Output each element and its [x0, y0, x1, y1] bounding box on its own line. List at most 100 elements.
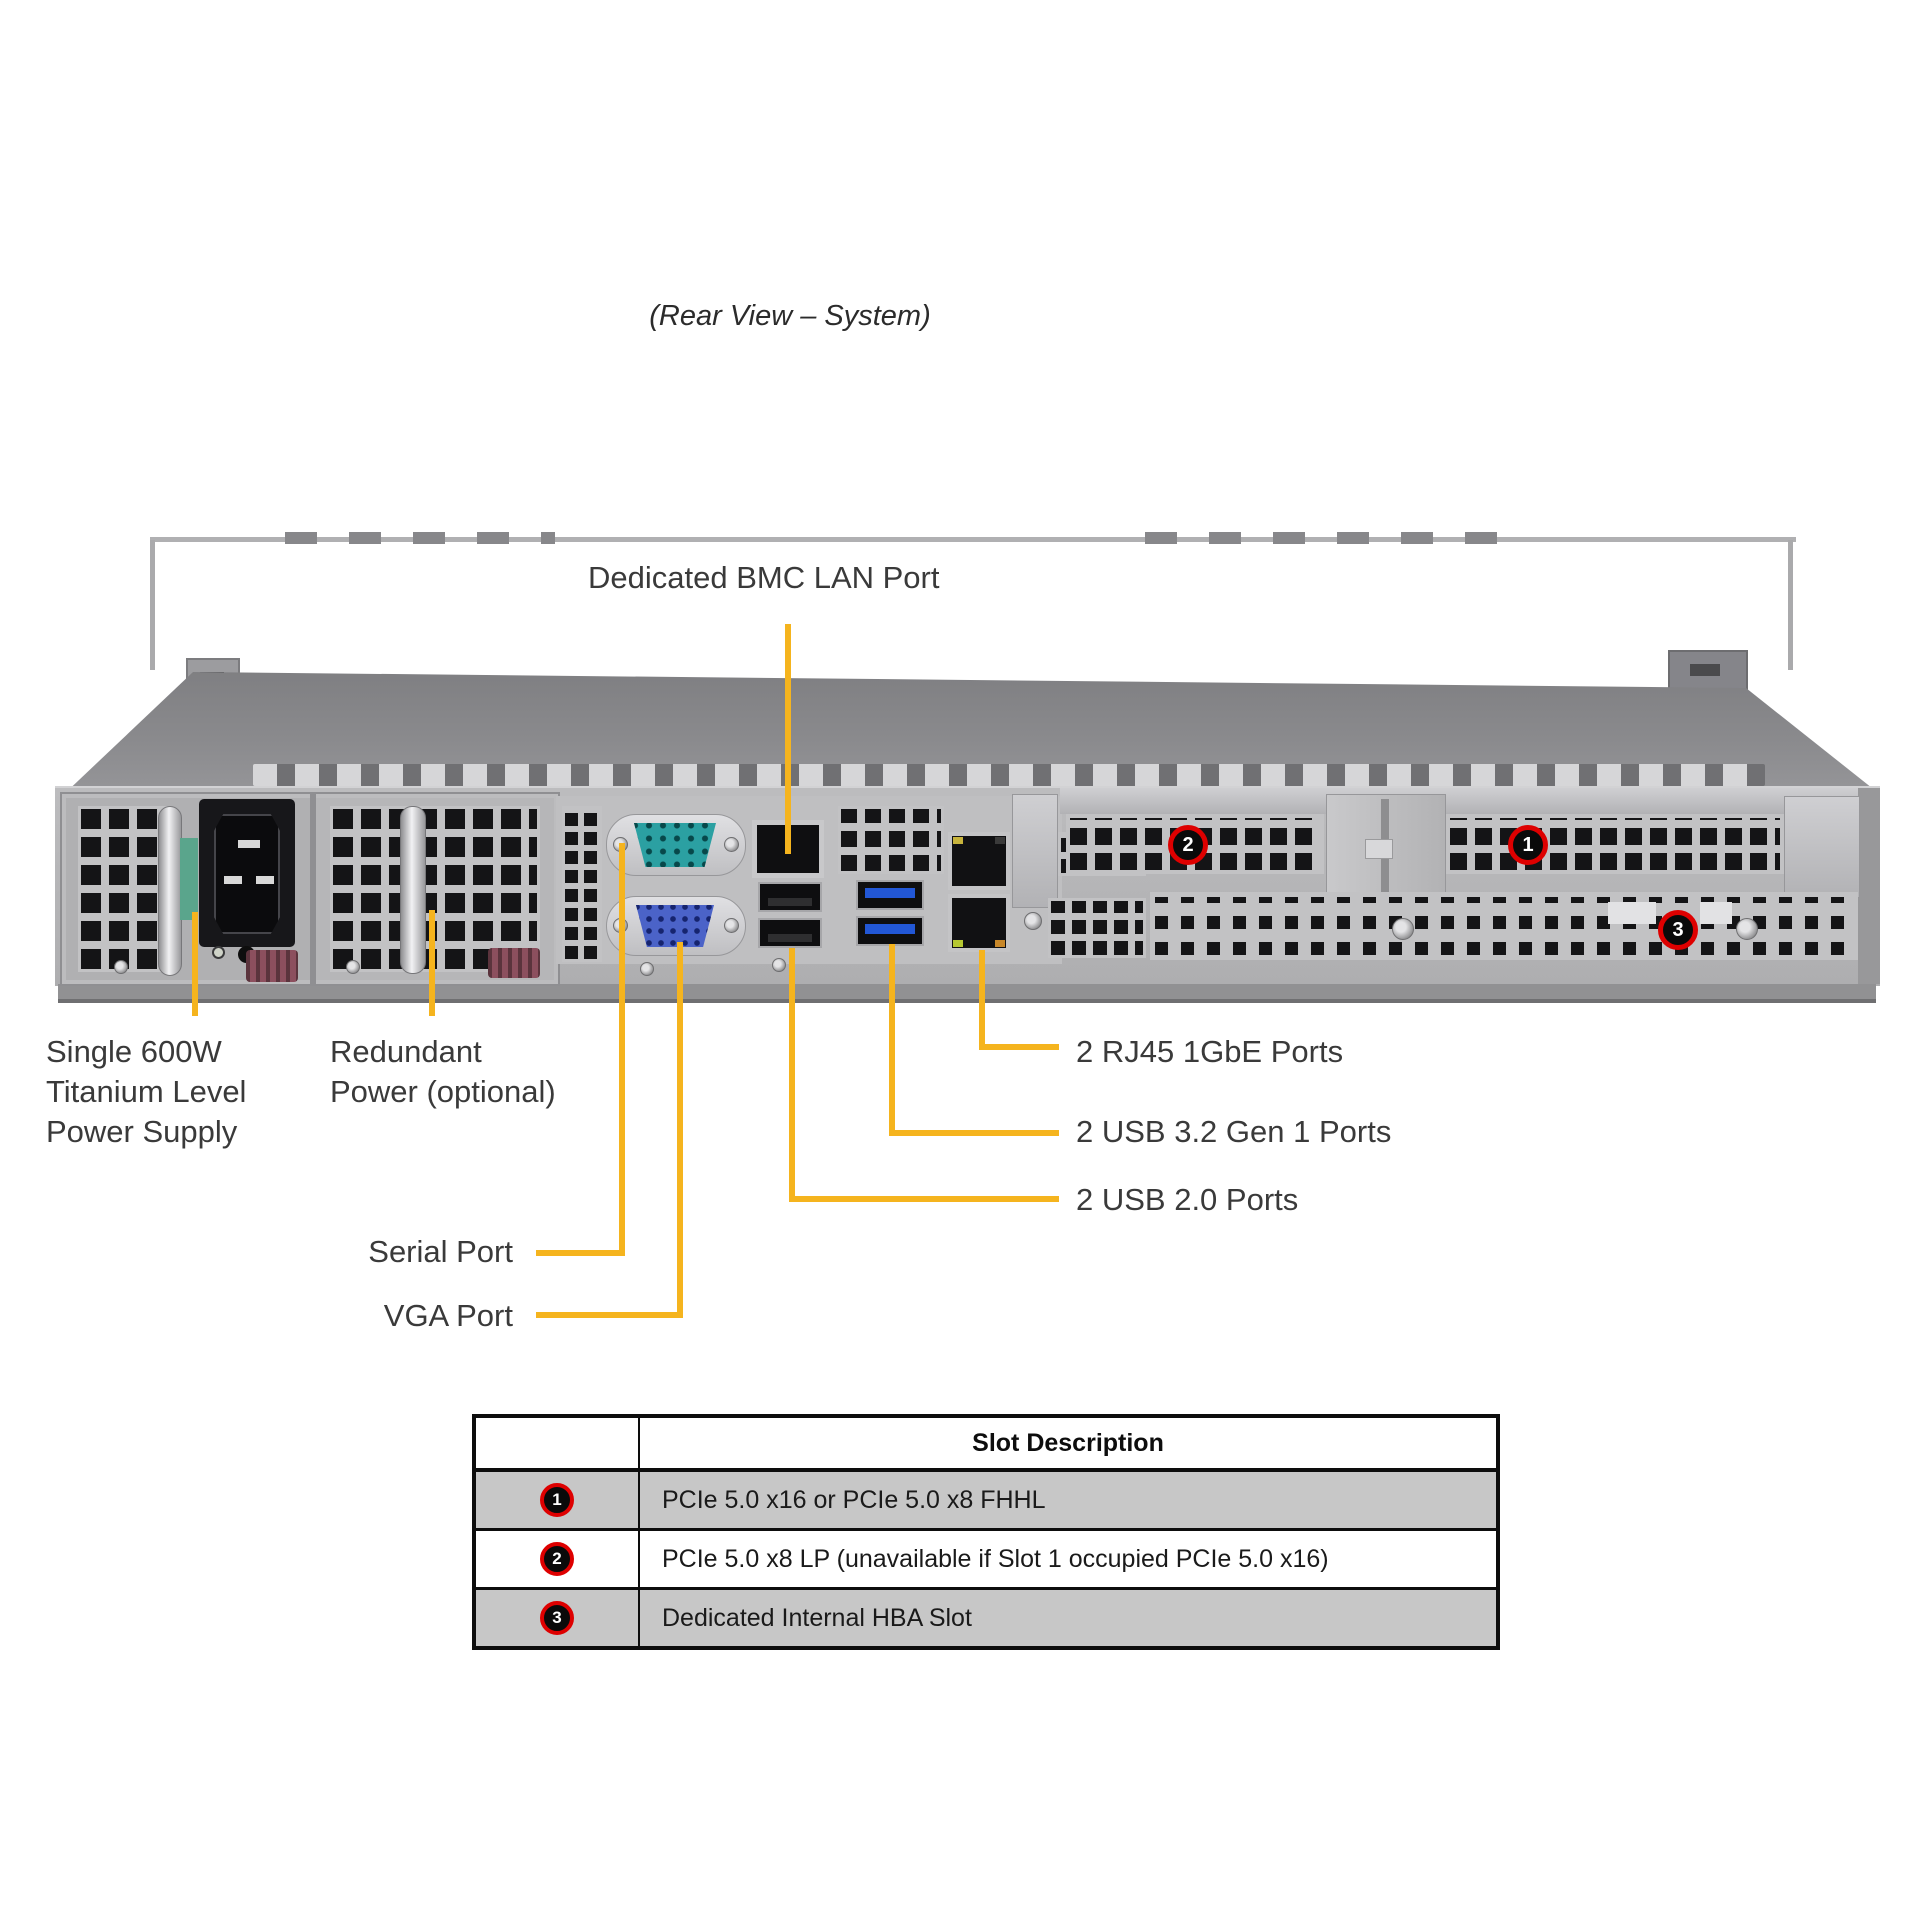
pointer-line-rj45-v	[979, 950, 985, 1050]
psu-redundant-handle[interactable]	[400, 806, 426, 974]
rj45-top-led-right	[995, 837, 1005, 844]
pcie-right-cap	[1784, 796, 1860, 898]
hba-strip-tab-left	[1608, 902, 1656, 924]
psu-single-release-latch[interactable]	[246, 950, 298, 982]
c14-power-socket[interactable]	[214, 814, 280, 934]
rj45-label: 2 RJ45 1GbE Ports	[1076, 1034, 1344, 1069]
table-row2-callout-cell: 2	[476, 1531, 640, 1587]
table-row-slot1: 1 PCIe 5.0 x16 or PCIe 5.0 x8 FHHL	[476, 1472, 1496, 1531]
chassis-right-rail	[1788, 540, 1793, 670]
table-header-title: Slot Description	[640, 1418, 1496, 1468]
vga-port[interactable]	[636, 905, 714, 947]
pcie-mid-bracket-nub	[1365, 839, 1393, 859]
pcie-top-rail	[1060, 788, 1858, 814]
usb20-label: 2 USB 2.0 Ports	[1076, 1182, 1299, 1217]
pointer-line-serial-h	[536, 1250, 625, 1256]
rj45-bottom-led-left	[953, 940, 963, 947]
io-bracket	[1012, 794, 1058, 908]
pointer-line-rj45-h	[979, 1044, 1059, 1050]
table-callout-1: 1	[540, 1483, 574, 1517]
io-bracket-screw	[1024, 912, 1042, 930]
callout-badge-hba: 3	[1658, 910, 1698, 950]
rj45-gbe-port-top[interactable]	[948, 832, 1010, 890]
callout-badge-slot1: 1	[1508, 825, 1548, 865]
c14-pin-right	[256, 876, 274, 884]
psu-single-label: Single 600W Titanium Level Power Supply	[46, 1034, 247, 1149]
pointer-line-usb3-v	[889, 944, 895, 1136]
psu-redundant-latch[interactable]	[488, 948, 540, 978]
psu-bay-divider	[310, 794, 316, 984]
rail-bracket-right-hole	[1690, 664, 1720, 676]
usb2-port-top-tongue	[768, 898, 812, 906]
serial-port[interactable]	[634, 823, 716, 867]
pcie-slot-1-bracket	[1446, 814, 1784, 874]
table-row1-callout-cell: 1	[476, 1472, 640, 1528]
table-row-slot2: 2 PCIe 5.0 x8 LP (unavailable if Slot 1 …	[476, 1531, 1496, 1590]
serial-label: Serial Port	[368, 1234, 513, 1269]
table-header-row: Slot Description	[476, 1418, 1496, 1472]
io-vent-strip	[562, 806, 602, 962]
table-row3-description: Dedicated Internal HBA Slot	[662, 1603, 972, 1632]
psu-redundant-label: Redundant Power (optional)	[330, 1034, 556, 1109]
face-screw-1	[114, 960, 128, 974]
face-screw-2	[346, 960, 360, 974]
io-vent-grille-upper	[838, 806, 944, 874]
table-row1-description: PCIe 5.0 x16 or PCIe 5.0 x8 FHHL	[662, 1485, 1046, 1514]
psu-single-vent-grille	[78, 806, 168, 972]
bmc-lan-label: Dedicated BMC LAN Port	[588, 560, 940, 595]
hba-strip-tab-right	[1700, 902, 1732, 924]
hba-strip-screw-right	[1736, 918, 1758, 940]
pointer-line-psu-single	[192, 912, 198, 1016]
chassis-back-vent-dashes-right	[1145, 532, 1517, 544]
pointer-line-bmc	[785, 624, 791, 854]
usb2-port-top[interactable]	[758, 882, 822, 912]
rj45-bottom-led-right	[995, 940, 1005, 947]
psu-single-handle[interactable]	[158, 806, 182, 976]
chassis-left-rail	[150, 540, 155, 670]
table-callout-3: 3	[540, 1601, 574, 1635]
psu-redundant-vent-grille	[330, 806, 540, 972]
callout-badge-slot2: 2	[1168, 825, 1208, 865]
pointer-line-usb2-v	[789, 948, 795, 1202]
c14-pin-ground	[238, 840, 260, 848]
pointer-line-psu-redundant	[429, 910, 435, 1016]
pcie-mid-bracket	[1326, 794, 1446, 898]
rj45-top-opening	[952, 836, 1006, 886]
c14-pin-left	[224, 876, 242, 884]
hba-strip-screw-left	[1392, 918, 1414, 940]
vga-port-screw-right	[724, 918, 739, 933]
usb3-port-bottom[interactable]	[856, 916, 924, 946]
face-screw-3	[640, 962, 654, 976]
vga-label: VGA Port	[383, 1298, 513, 1333]
pointer-line-usb2-h	[789, 1196, 1059, 1202]
chassis-back-vent-dashes-left	[285, 532, 555, 544]
table-row2-description: PCIe 5.0 x8 LP (unavailable if Slot 1 oc…	[662, 1544, 1329, 1573]
ac-inlet-module	[199, 799, 295, 947]
psu-status-led	[212, 946, 225, 959]
chassis-right-edge	[1858, 788, 1880, 984]
cover-slat-vents	[253, 764, 1765, 786]
chassis-back-edge	[150, 537, 1796, 542]
serial-port-screw-right	[724, 837, 739, 852]
pointer-line-serial-v	[619, 843, 625, 1256]
usb3-port-bottom-tongue	[865, 924, 915, 934]
page-title: (Rear View – System)	[649, 300, 931, 332]
usb3-port-top-tongue	[865, 888, 915, 898]
table-callout-2: 2	[540, 1542, 574, 1576]
pointer-line-vga-h	[536, 1312, 683, 1318]
table-header-empty-cell	[476, 1418, 640, 1468]
usb3-port-top[interactable]	[856, 880, 924, 910]
usb32-label: 2 USB 3.2 Gen 1 Ports	[1076, 1114, 1392, 1149]
table-row-slot3: 3 Dedicated Internal HBA Slot	[476, 1590, 1496, 1646]
usb2-port-bottom-tongue	[768, 934, 812, 942]
pointer-line-usb3-h	[889, 1130, 1059, 1136]
rj45-top-led-left	[953, 837, 963, 844]
rj45-gbe-port-bottom[interactable]	[948, 894, 1010, 952]
psu-single-label-sticker	[180, 838, 198, 920]
slot-description-table: Slot Description 1 PCIe 5.0 x16 or PCIe …	[472, 1414, 1500, 1650]
chassis-bottom-lip	[58, 984, 1876, 1000]
usb2-port-bottom[interactable]	[758, 918, 822, 948]
table-row3-callout-cell: 3	[476, 1590, 640, 1646]
